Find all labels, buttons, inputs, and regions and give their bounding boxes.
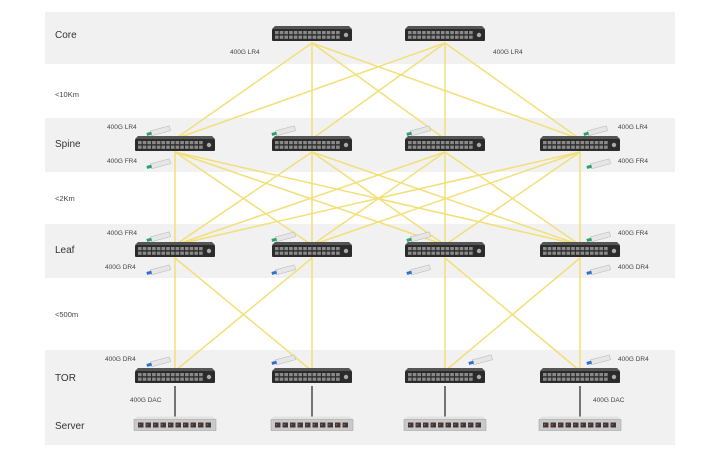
distance-core-spine: <10Km [55,90,79,99]
transceiver-module-12 [271,264,296,276]
transceiver-module-6 [586,158,611,170]
server-2 [270,416,354,431]
tor-switch-1 [135,368,215,383]
spine-switch-3 [405,136,485,151]
core-switch-1 [272,26,352,41]
label-dac-left: 400G DAC [130,397,162,404]
fiber-spine-2-leaf-0 [174,151,446,246]
label-leaf-right-bottom: 400G DR4 [618,264,649,271]
label-leaf-left-top: 400G FR4 [107,230,137,237]
distance-spine-leaf: <2Km [55,194,75,203]
distance-leaf-tor: <500m [55,310,79,319]
transceiver-module-11 [146,264,171,276]
fiber-spine-3-leaf-2 [444,151,581,246]
server-4 [538,416,622,431]
transceiver-module-15 [146,356,171,368]
label-leaf-left-bottom: 400G DR4 [105,264,136,271]
transceiver-module-9 [406,231,431,243]
label-spine-left-top: 400G LR4 [107,124,137,131]
transceiver-module-8 [271,231,296,243]
fiber-spine-3-leaf-0 [174,151,581,246]
transceiver-module-5 [146,158,171,170]
label-spine-left-bottom: 400G FR4 [107,158,137,165]
tier-label-leaf: Leaf [55,245,75,256]
spine-switch-1 [135,136,215,151]
tier-label-spine: Spine [55,139,81,150]
transceiver-module-10 [586,231,611,243]
fiber-links [174,42,581,417]
tier-label-tor: TOR [55,373,76,384]
leaf-switch-4 [540,242,620,257]
transceiver-module-18 [586,354,611,366]
fiber-core-0-spine-0 [174,42,313,140]
tor-switch-2 [272,368,352,383]
tier-label-core: Core [55,30,77,41]
transceiver-module-17 [468,354,493,366]
label-core-right: 400G LR4 [493,49,523,56]
transceiver-module-7 [146,231,171,243]
leaf-switch-1 [135,242,215,257]
tier-label-server: Server [55,421,85,432]
transceiver-module-13 [406,264,431,276]
transceiver-module-14 [586,264,611,276]
tor-switch-4 [540,368,620,383]
fiber-leaf-3-tor-2 [444,257,581,372]
fiber-leaf-1-tor-0 [174,257,313,372]
fiber-core-0-spine-3 [311,42,581,140]
label-dac-right: 400G DAC [593,397,625,404]
transceiver-module-3 [406,125,431,137]
core-switch-2 [405,26,485,41]
devices [133,26,622,431]
label-tor-right: 400G DR4 [618,356,649,363]
fiber-spine-1-leaf-0 [174,151,313,246]
leaf-switch-3 [405,242,485,257]
fiber-core-1-spine-0 [174,42,446,140]
transceiver-module-16 [271,354,296,366]
label-leaf-right-top: 400G FR4 [618,230,648,237]
label-core-left: 400G LR4 [230,49,260,56]
fiber-spine-3-leaf-1 [311,151,581,246]
label-spine-right-bottom: 400G FR4 [618,158,648,165]
spine-switch-2 [272,136,352,151]
server-3 [403,416,487,431]
transceiver-module-4 [583,125,608,137]
fiber-core-1-spine-1 [311,42,446,140]
spine-switch-4 [540,136,620,151]
transceiver-module-1 [146,125,171,137]
label-spine-right-top: 400G LR4 [618,124,648,131]
transceiver-module-2 [271,125,296,137]
leaf-switch-2 [272,242,352,257]
server-1 [133,416,217,431]
fiber-core-1-spine-3 [444,42,581,140]
tor-switch-3 [405,368,485,383]
core-band [45,12,675,64]
label-tor-left: 400G DR4 [105,356,136,363]
